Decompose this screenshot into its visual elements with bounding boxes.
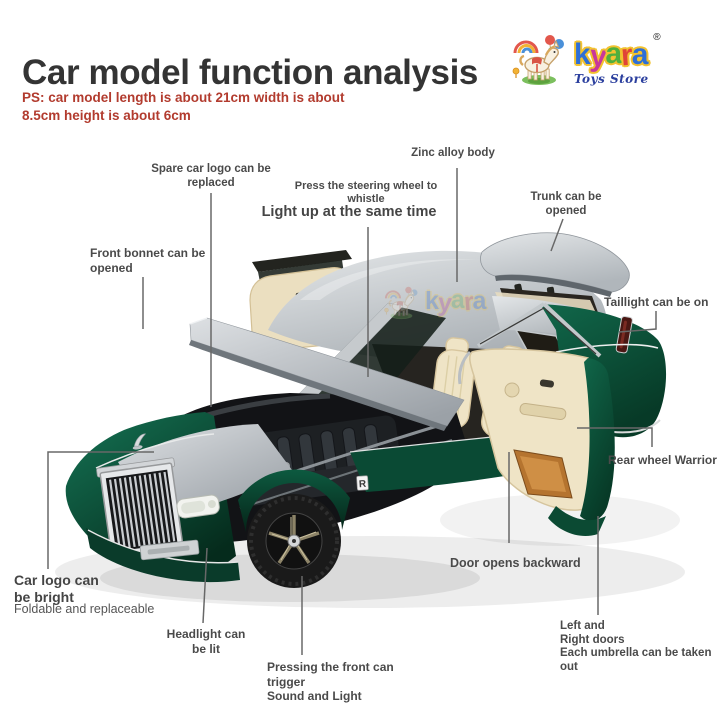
label-headlight: Headlight can be lit [166,627,246,656]
leader-headlight [202,547,208,624]
label-front-press: Pressing the front can trigger [267,660,394,689]
label-car-logo: Car logo can be bright [14,572,99,605]
hood-ornament [132,433,147,450]
label-front-press-sub: Sound and Light [267,689,362,703]
label-doors-umbrella: Left and Right doors Each umbrella can b… [560,620,712,673]
rocking-horse-icon [511,33,566,87]
label-rear-wheel: Rear wheel Warrior [608,453,717,467]
page-title: Car model function analysis [22,53,478,93]
front-fascia [65,412,292,583]
leader-car-logo [47,451,154,569]
headlight-lamp [176,494,220,519]
front-wheel [238,469,350,588]
label-car-logo-sub: Foldable and replaceable [14,602,155,616]
leader-trunk [550,218,564,252]
leader-rear-wheel [577,427,653,447]
svg-text:R: R [359,479,368,491]
front-grille [96,457,184,559]
label-light-up: Light up at the same time [261,204,437,220]
bonnet-open [189,317,465,431]
door-badge: R [356,475,369,491]
label-taillight: Taillight can be on [604,295,709,309]
size-note: PS: car model length is about 21cm width… [22,90,345,123]
label-zinc-body: Zinc alloy body [411,147,495,159]
door-wood-panel [513,449,573,499]
right-door-open [458,302,615,537]
brand-logo: kyara ® Toys Store [508,26,661,88]
registered-mark-icon: ® [653,32,661,43]
label-door-backward: Door opens backward [450,556,581,570]
label-trunk: Trunk can be opened [530,191,602,218]
license-plate [139,539,200,561]
brand-tagline: Toys Store [574,72,649,86]
label-front-bonnet: Front bonnet can be opened [90,246,206,275]
label-spare-logo: Spare car logo can be replaced [151,163,271,190]
brand-name: kyara [574,37,648,74]
leader-lines [47,168,657,655]
leader-taillight [618,311,657,333]
label-steering: Press the steering wheel to whistle [294,180,438,206]
